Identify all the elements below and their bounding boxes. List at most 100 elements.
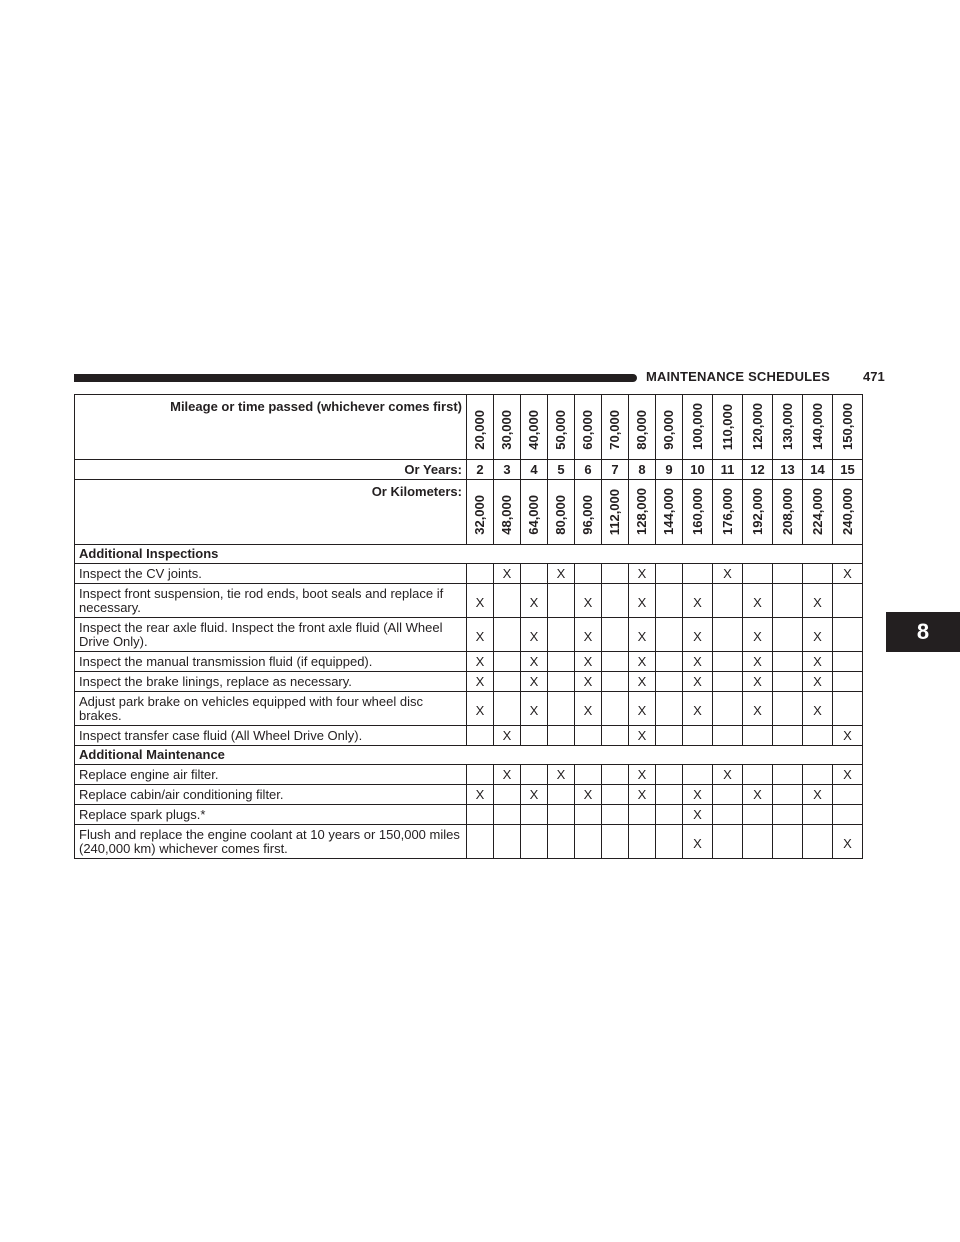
schedule-mark-cell: X	[742, 691, 773, 726]
schedule-mark-cell	[772, 617, 803, 652]
schedule-mark: X	[475, 786, 485, 802]
schedule-mark-cell	[547, 617, 575, 652]
schedule-mark: X	[583, 653, 593, 669]
schedule-mark-cell	[466, 725, 494, 746]
schedule-mark: X	[843, 565, 852, 581]
schedule-mark-cell	[493, 691, 521, 726]
kilometers-header-cell: 64,000	[520, 479, 548, 545]
schedule-mark-cell: X	[682, 691, 713, 726]
schedule-mark: X	[723, 766, 732, 782]
service-item-label: Flush and replace the engine coolant at …	[74, 824, 467, 859]
kilometers-value: 80,000	[553, 495, 568, 535]
schedule-mark-cell	[520, 563, 548, 584]
schedule-mark-cell	[772, 651, 803, 672]
schedule-mark: X	[843, 727, 852, 743]
year-cell: 15	[832, 459, 863, 480]
mileage-value: 120,000	[749, 403, 765, 450]
schedule-mark-cell	[712, 725, 743, 746]
schedule-mark-cell	[628, 804, 656, 825]
service-item-label: Inspect the manual transmission fluid (i…	[74, 651, 467, 672]
schedule-mark: X	[529, 786, 539, 802]
maintenance-schedule-table: Mileage or time passed (whichever comes …	[74, 394, 863, 859]
schedule-mark-cell: X	[742, 784, 773, 805]
mileage-header-cell: 150,000	[832, 394, 863, 460]
year-cell: 14	[802, 459, 833, 480]
schedule-mark-cell: X	[802, 583, 833, 618]
schedule-mark-cell: X	[802, 651, 833, 672]
kilometers-label: Or Kilometers:	[74, 479, 467, 545]
chapter-tab[interactable]: 8	[886, 612, 960, 652]
kilometers-value: 112,000	[607, 488, 622, 535]
schedule-row: Flush and replace the engine coolant at …	[74, 824, 863, 859]
schedule-mark: X	[637, 727, 647, 743]
mileage-value: 70,000	[607, 410, 622, 450]
schedule-mark-cell: X	[742, 671, 773, 692]
schedule-mark-cell	[832, 671, 863, 692]
schedule-mark-cell: X	[574, 617, 602, 652]
mileage-header-cell: 80,000	[628, 394, 656, 460]
schedule-row: Inspect transfer case fluid (All Wheel D…	[74, 725, 863, 746]
schedule-row: Replace spark plugs.*X	[74, 804, 863, 825]
schedule-mark-cell	[466, 563, 494, 584]
schedule-row: Inspect the brake linings, replace as ne…	[74, 671, 863, 692]
kilometers-header-cell: 240,000	[832, 479, 863, 545]
years-label: Or Years:	[74, 459, 467, 480]
schedule-mark-cell: X	[628, 617, 656, 652]
schedule-row: Adjust park brake on vehicles equipped w…	[74, 691, 863, 726]
schedule-mark-cell	[547, 824, 575, 859]
schedule-mark-cell	[601, 583, 629, 618]
mileage-header-cell: 20,000	[466, 394, 494, 460]
mileage-value: 80,000	[634, 410, 649, 450]
schedule-mark-cell: X	[802, 617, 833, 652]
schedule-mark: X	[529, 702, 539, 718]
schedule-mark-cell	[655, 824, 683, 859]
schedule-mark-cell	[655, 764, 683, 785]
schedule-mark-cell	[832, 691, 863, 726]
page-number: 471	[863, 369, 885, 384]
schedule-mark-cell	[466, 824, 494, 859]
schedule-mark: X	[813, 628, 822, 644]
kilometers-header-cell: 48,000	[493, 479, 521, 545]
schedule-mark-cell	[574, 725, 602, 746]
schedule-mark-cell	[832, 651, 863, 672]
schedule-mark: X	[637, 594, 647, 610]
kilometers-header-cell: 208,000	[772, 479, 803, 545]
schedule-mark-cell	[520, 725, 548, 746]
schedule-mark-cell	[772, 671, 803, 692]
schedule-mark-cell: X	[520, 691, 548, 726]
year-cell: 7	[601, 459, 629, 480]
schedule-row: Inspect front suspension, tie rod ends, …	[74, 583, 863, 618]
schedule-mark: X	[753, 702, 762, 718]
kilometers-header-cell: 176,000	[712, 479, 743, 545]
schedule-mark: X	[693, 628, 702, 644]
schedule-mark-cell	[493, 651, 521, 672]
schedule-mark: X	[637, 786, 647, 802]
schedule-mark-cell	[601, 563, 629, 584]
schedule-mark-cell	[655, 784, 683, 805]
schedule-mark-cell	[655, 691, 683, 726]
mileage-value: 60,000	[580, 410, 595, 450]
schedule-mark-cell: X	[682, 671, 713, 692]
schedule-mark-cell: X	[832, 824, 863, 859]
schedule-mark-cell: X	[682, 784, 713, 805]
schedule-mark-cell	[493, 804, 521, 825]
schedule-mark: X	[556, 766, 566, 782]
schedule-mark: X	[583, 786, 593, 802]
service-item-label: Adjust park brake on vehicles equipped w…	[74, 691, 467, 726]
schedule-mark-cell: X	[466, 651, 494, 672]
mileage-value: 100,000	[689, 403, 705, 450]
schedule-mark-cell: X	[466, 583, 494, 618]
schedule-mark: X	[693, 786, 702, 802]
kilometers-value: 192,000	[749, 488, 765, 535]
schedule-mark-cell	[742, 804, 773, 825]
schedule-mark-cell	[712, 671, 743, 692]
schedule-mark-cell	[772, 804, 803, 825]
schedule-mark-cell: X	[628, 691, 656, 726]
schedule-mark-cell	[712, 691, 743, 726]
kilometers-header-cell: 160,000	[682, 479, 713, 545]
schedule-mark: X	[813, 594, 822, 610]
schedule-mark: X	[843, 766, 852, 782]
kilometers-value: 160,000	[689, 488, 705, 535]
schedule-mark-cell: X	[520, 784, 548, 805]
